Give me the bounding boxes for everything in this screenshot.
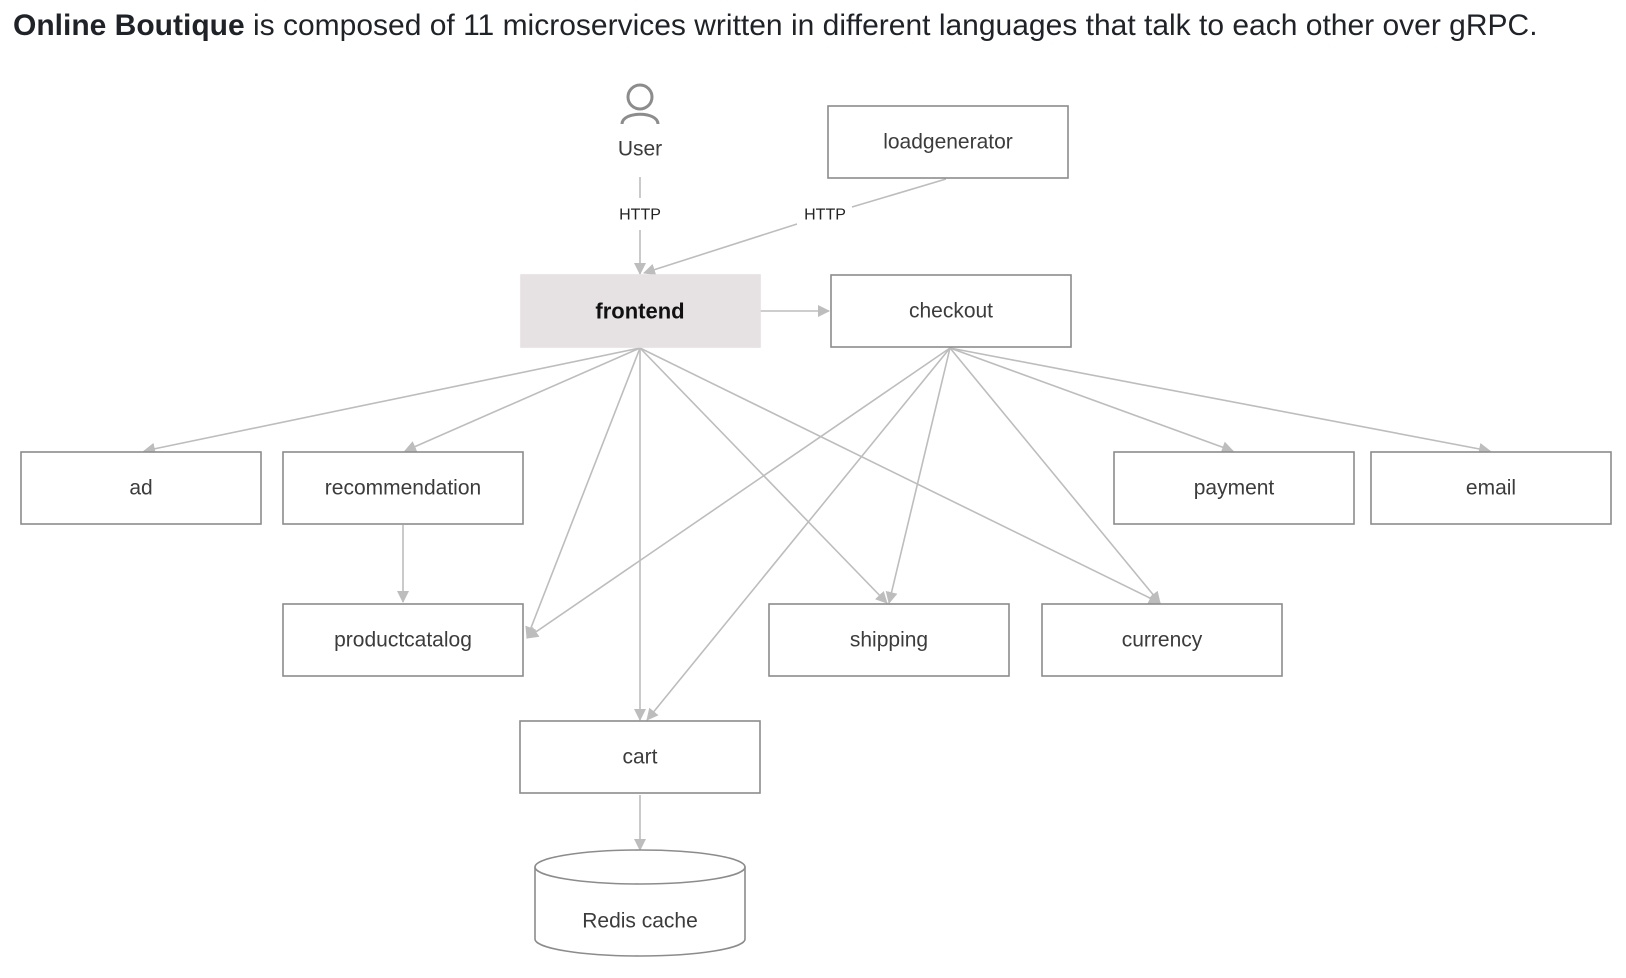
node-label-redis: Redis cache	[582, 910, 698, 933]
node-shipping: shipping	[768, 603, 1010, 677]
edge-checkout-productcatalog	[526, 347, 951, 639]
node-loadgenerator: loadgenerator	[827, 105, 1069, 179]
node-label-cart: cart	[622, 746, 657, 769]
edge-checkout-currency	[949, 347, 1161, 604]
edges	[143, 177, 1491, 851]
edge-frontend-productcatalog	[525, 347, 641, 639]
edge-frontend-recommendation	[404, 347, 641, 453]
node-email: email	[1370, 451, 1612, 525]
edge-checkout-shipping	[885, 347, 951, 604]
node-label-productcatalog: productcatalog	[334, 629, 472, 652]
node-payment: payment	[1113, 451, 1355, 525]
node-cart: cart	[519, 720, 761, 794]
intro-text: Online Boutique is composed of 11 micros…	[13, 6, 1538, 46]
node-checkout: checkout	[830, 274, 1072, 348]
node-label-recommendation: recommendation	[325, 477, 481, 500]
edge-frontend-ad	[143, 347, 641, 455]
edge-checkout-email	[949, 347, 1491, 455]
node-productcatalog: productcatalog	[282, 603, 524, 677]
node-label-frontend: frontend	[595, 299, 684, 324]
edge-label-user-frontend: HTTP	[619, 207, 661, 224]
edge-loadgen-frontend-bottom	[643, 223, 798, 276]
intro-title: Online Boutique	[13, 9, 245, 42]
node-frontend: frontend	[520, 274, 761, 348]
intro-description: is composed of 11 microservices written …	[244, 9, 1538, 42]
user-icon	[620, 83, 660, 125]
node-label-ad: ad	[129, 477, 152, 500]
node-label-currency: currency	[1122, 629, 1203, 652]
edge-frontend-currency	[639, 347, 1161, 604]
edge-label-background	[800, 204, 850, 226]
redis-cylinder-body	[534, 867, 746, 957]
redis-cylinder-top	[534, 849, 746, 885]
node-label-loadgenerator: loadgenerator	[883, 131, 1013, 154]
edge-loadgen-frontend-top	[851, 178, 947, 208]
node-label-shipping: shipping	[850, 629, 928, 652]
node-ad: ad	[20, 451, 262, 525]
edge-checkout-payment	[949, 347, 1234, 453]
edge-checkout-cart	[646, 347, 951, 721]
node-currency: currency	[1041, 603, 1283, 677]
edge-label-loadgen-frontend: HTTP	[804, 207, 846, 224]
node-redis-cache: Redis cache	[534, 849, 746, 957]
node-label-payment: payment	[1194, 477, 1275, 500]
edge-label-background	[615, 204, 665, 226]
user-label: User	[618, 138, 662, 161]
node-recommendation: recommendation	[282, 451, 524, 525]
node-label-checkout: checkout	[909, 300, 993, 323]
node-label-email: email	[1466, 477, 1516, 500]
